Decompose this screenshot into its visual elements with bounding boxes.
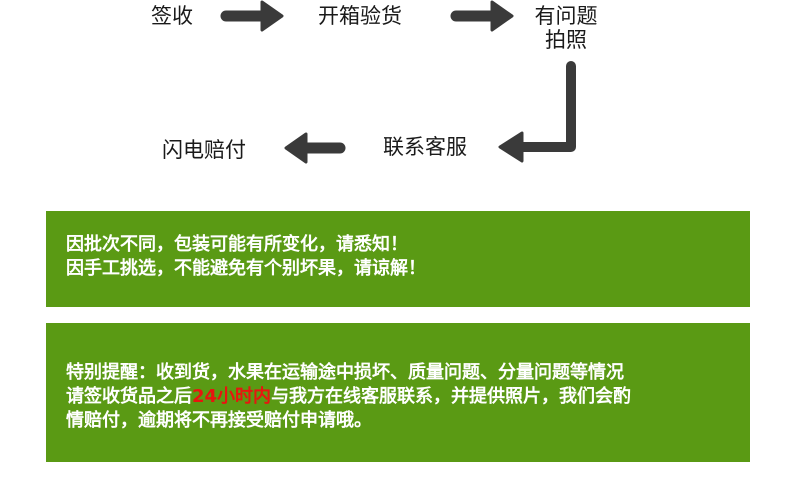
- notice-text: 与我方在线客服联系，并提供照片，我们会酌: [271, 386, 632, 407]
- arrow-right-icon: [450, 0, 514, 32]
- step-sign-for: 签收: [151, 4, 193, 28]
- notice-line: 因手工挑选，不能避免有个别坏果，请谅解！: [66, 258, 426, 279]
- step-contact-support: 联系客服: [383, 135, 467, 159]
- arrow-right-icon: [220, 0, 284, 32]
- notice-line: 情赔付，逾期将不再接受赔付申请哦。: [66, 410, 372, 431]
- deadline-highlight: 24小时内: [192, 386, 272, 407]
- process-flow-arrows: [220, 0, 576, 164]
- notice-panel-special-reminder: 特别提醒：收到货，水果在运输途中损坏、质量问题、分量问题等情况 请签收货品之后2…: [46, 323, 750, 462]
- notice-line: 特别提醒：收到货，水果在运输途中损坏、质量问题、分量问题等情况: [66, 362, 624, 383]
- notice-panel-packaging: 因批次不同，包装可能有所变化，请悉知！ 因手工挑选，不能避免有个别坏果，请谅解！: [46, 211, 750, 307]
- step-fast-compensation: 闪电赔付: [162, 138, 246, 162]
- arrow-left-icon: [284, 132, 346, 164]
- notice-line: 请签收货品之后24小时内与我方在线客服联系，并提供照片，我们会酌: [66, 385, 750, 409]
- step-problem-photo-line2: 拍照: [545, 28, 587, 52]
- step-problem-photo-line1: 有问题: [534, 4, 598, 28]
- notice-text: 请签收货品之后: [66, 386, 192, 407]
- notice-line: 因批次不同，包装可能有所变化，请悉知！: [66, 234, 408, 255]
- step-unbox-inspect: 开箱验货: [318, 4, 402, 28]
- arrow-down-left-icon: [498, 61, 576, 163]
- step-problem-photo: 有问题 拍照: [530, 4, 602, 52]
